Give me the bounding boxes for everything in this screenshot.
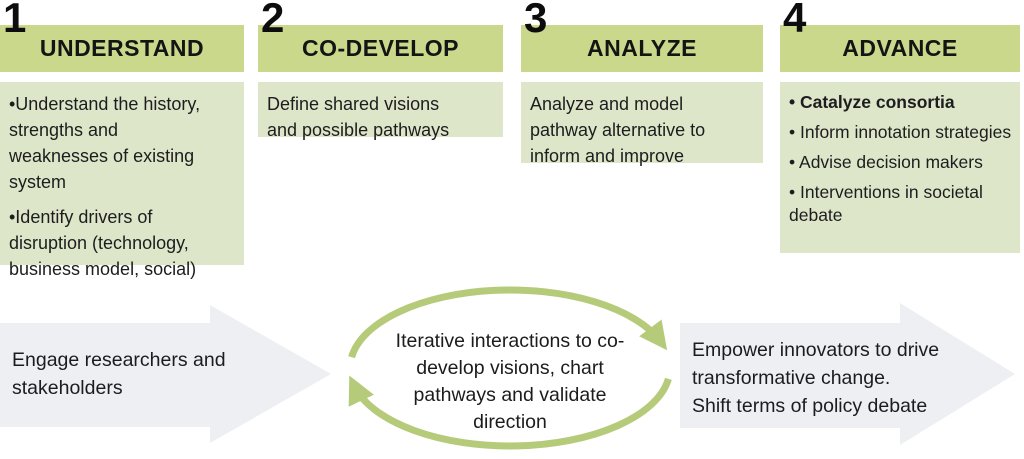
step-body: •Understand the history, strengths and w…	[0, 82, 244, 279]
right-flow-arrow	[680, 303, 1015, 445]
step-item: Define shared visions and possible pathw…	[267, 94, 450, 140]
step-item: • Catalyze consortia	[789, 92, 955, 112]
iterative-cycle-arrows	[348, 286, 672, 450]
step-body: Define shared visions and possible pathw…	[258, 82, 503, 140]
step-item: • Advise decision makers	[789, 152, 983, 172]
step-header: ANALYZE	[521, 25, 763, 72]
step-number: 3	[524, 0, 547, 41]
step-title: UNDERSTAND	[39, 35, 205, 61]
cycle-label: Iterative interactions to co-develop vis…	[395, 330, 625, 433]
step-item: •Understand the history, strengths and w…	[9, 94, 201, 192]
right-arrow-line-1: Empower innovators to drive transformati…	[692, 339, 940, 389]
step-item: • Interventions in societal debate	[789, 182, 983, 225]
step-title: CO-DEVELOP	[301, 35, 460, 61]
step-number: 4	[783, 0, 806, 41]
right-arrow-line-2: Shift terms of policy debate	[692, 395, 928, 417]
step-number: 1	[3, 0, 26, 41]
step-column-analyze: 3 ANALYZE Analyze and model pathway alte…	[521, 0, 763, 300]
step-column-advance: 4 ADVANCE • Catalyze consortia • Inform …	[780, 0, 1020, 300]
left-flow-arrow	[0, 305, 331, 443]
step-header: CO-DEVELOP	[258, 25, 503, 72]
right-arrow-label: Empower innovators to drive transformati…	[692, 336, 962, 420]
step-column-understand: 1 UNDERSTAND •Understand the history, st…	[0, 0, 244, 300]
step-body: Analyze and model pathway alternative to…	[521, 82, 763, 166]
step-column-co-develop: 2 CO-DEVELOP Define shared visions and p…	[258, 0, 503, 300]
step-header: ADVANCE	[780, 25, 1020, 72]
step-body: • Catalyze consortia • Inform innotation…	[780, 82, 1020, 253]
step-title: ANALYZE	[587, 35, 697, 61]
step-item: •Identify drivers of disruption (technol…	[9, 207, 197, 279]
step-number: 2	[261, 0, 284, 41]
step-title: ADVANCE	[842, 35, 958, 61]
left-arrow-label: Engage researchers and stakeholders	[12, 349, 226, 399]
step-item: • Inform innotation strategies	[789, 122, 1012, 142]
step-item: Analyze and model pathway alternative to…	[530, 94, 706, 166]
step-header: UNDERSTAND	[0, 25, 244, 72]
